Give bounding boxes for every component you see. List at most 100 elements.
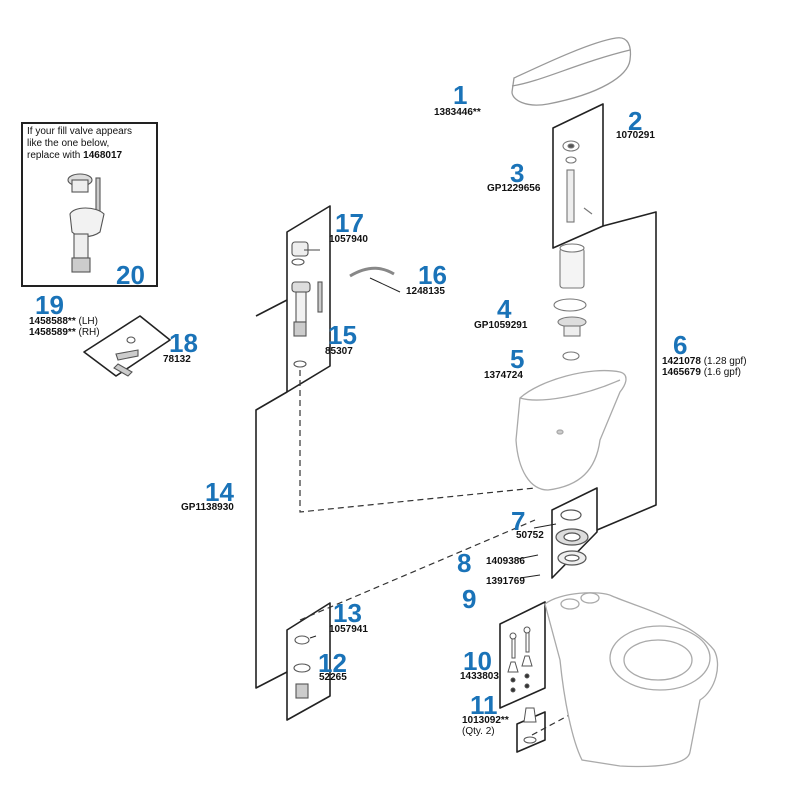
part-number-line: 1421078 (1.28 gpf) xyxy=(662,356,747,367)
callout-number-20: 20 xyxy=(116,260,145,290)
note-line-3: replace with 1468017 xyxy=(27,150,157,162)
part-number-12: 52265 xyxy=(319,672,347,683)
part-number-1: 1383446** xyxy=(434,107,481,118)
bracket-flush-valve-group xyxy=(596,211,657,531)
part-number-line: 1458589** (RH) xyxy=(29,327,100,338)
bracket-fill-valve-kit xyxy=(255,299,288,689)
part-code: 1374724 xyxy=(484,370,523,381)
part-number-6: 1421078 (1.28 gpf)1465679 (1.6 gpf) xyxy=(662,356,747,378)
callout-number-2: 2 xyxy=(628,106,643,136)
part-variant-note: (RH) xyxy=(75,327,100,338)
part-code: 52265 xyxy=(319,672,347,683)
part-number-13: 1057941 xyxy=(329,624,368,635)
part-number-line: 1013092** xyxy=(462,715,509,726)
note-line-2: like the one below, xyxy=(27,138,110,149)
callout-number-9: 9 xyxy=(462,584,477,614)
part-number-16: 1248135 xyxy=(406,286,445,297)
callout-number-7: 7 xyxy=(511,506,526,536)
callout-number-1: 1 xyxy=(453,80,468,110)
tank-lid-drawing xyxy=(511,37,632,106)
replacement-note-box xyxy=(21,122,158,287)
part-number-line: 1057941 xyxy=(329,624,368,635)
callout-number-5: 5 xyxy=(510,344,525,374)
part-code: 1013092** xyxy=(462,715,509,726)
part-code: 1458588** xyxy=(29,316,76,327)
part-code: 1421078 xyxy=(662,356,701,367)
inset-fill-valve-drawing xyxy=(67,173,105,273)
part-number-line: 1391769 xyxy=(486,576,525,587)
part-code: 85307 xyxy=(325,346,353,357)
bracket-gasket-group xyxy=(551,487,598,579)
bracket-flapper-group xyxy=(552,103,604,249)
bracket-fill-valve-group xyxy=(286,205,331,393)
callout-number-14: 14 xyxy=(205,477,234,507)
bracket-bolt-kit xyxy=(499,601,546,709)
callout-number-10: 10 xyxy=(463,646,492,676)
part-number-line: 1248135 xyxy=(406,286,445,297)
part-number-line: 1374724 xyxy=(484,370,523,381)
part-number-line: 50752 xyxy=(516,530,544,541)
part-code: 1070291 xyxy=(616,130,655,141)
part-number-line: 78132 xyxy=(163,354,191,365)
part-variant-note: (LH) xyxy=(75,316,98,327)
part-variant-note: (1.28 gpf) xyxy=(700,356,747,367)
part-number-7: 50752 xyxy=(516,530,544,541)
part-number-18: 78132 xyxy=(163,354,191,365)
callout-number-17: 17 xyxy=(335,208,364,238)
bracket-washer xyxy=(516,711,546,753)
part-number-line: GP1138930 xyxy=(181,502,234,513)
callout-number-8: 8 xyxy=(457,548,472,578)
part-number-5: 1374724 xyxy=(484,370,523,381)
part-code: GP1138930 xyxy=(181,502,234,513)
part-code: 1465679 xyxy=(662,367,701,378)
toilet-bowl-drawing xyxy=(544,592,719,768)
bracket-tank-nut-group xyxy=(286,602,331,721)
callout-number-6: 6 xyxy=(673,330,688,360)
part-code: 1409386 xyxy=(486,556,525,567)
part-number-line: 1458588** (LH) xyxy=(29,316,100,327)
part-number-line: GP1059291 xyxy=(474,320,527,331)
part-code: 1391769 xyxy=(486,576,525,587)
part-number-2: 1070291 xyxy=(616,130,655,141)
part-code: 1057940 xyxy=(329,234,368,245)
note-line-3-part: 1468017 xyxy=(83,150,123,161)
note-line-1: If your fill valve appears xyxy=(27,126,133,137)
callout-number-3: 3 xyxy=(510,158,525,188)
callout-number-11: 11 xyxy=(470,690,498,720)
part-number-17: 1057940 xyxy=(329,234,368,245)
tank-nut-parts-drawing xyxy=(293,635,311,699)
part-number-15: 85307 xyxy=(325,346,353,357)
part-code: 1458589** xyxy=(29,327,76,338)
part-number-line: 1057940 xyxy=(329,234,368,245)
callout-number-4: 4 xyxy=(497,294,512,324)
flush-valve-parts-drawing xyxy=(553,140,593,361)
bolt-kit-drawing xyxy=(507,626,537,744)
part-number-line: 85307 xyxy=(325,346,353,357)
callout-number-16: 16 xyxy=(418,260,447,290)
part-number-line: 52265 xyxy=(319,672,347,683)
part-number-4: GP1059291 xyxy=(474,320,527,331)
part-quantity-note: (Qty. 2) xyxy=(462,726,495,737)
handle-drawing xyxy=(113,336,139,377)
part-number-line: 1409386 xyxy=(486,556,525,567)
part-variant-note: (1.6 gpf) xyxy=(700,367,741,378)
part-number-line: 1465679 (1.6 gpf) xyxy=(662,367,747,378)
callout-number-18: 18 xyxy=(169,328,198,358)
part-code: 78132 xyxy=(163,354,191,365)
part-number-10: 1433803 xyxy=(460,671,499,682)
replacement-note: If your fill valve appears like the one … xyxy=(27,126,157,162)
part-code: GP1229656 xyxy=(487,183,541,194)
part-code: 1248135 xyxy=(406,286,445,297)
gasket-parts-drawing xyxy=(555,509,589,566)
note-line-3-prefix: replace with xyxy=(27,150,84,161)
part-number-11: 1013092**(Qty. 2) xyxy=(462,715,509,737)
part-number-line: GP1229656 xyxy=(487,183,540,194)
guide-fill-valve-to-tank xyxy=(299,370,536,513)
guide-tank-to-nut xyxy=(299,519,536,621)
part-number-9: 1391769 xyxy=(486,576,525,587)
part-number-line: 1070291 xyxy=(616,130,655,141)
part-number-19: 1458588** (LH)1458589** (RH) xyxy=(29,316,100,338)
part-number-3: GP1229656 xyxy=(487,183,540,194)
part-code: 1057941 xyxy=(329,624,368,635)
